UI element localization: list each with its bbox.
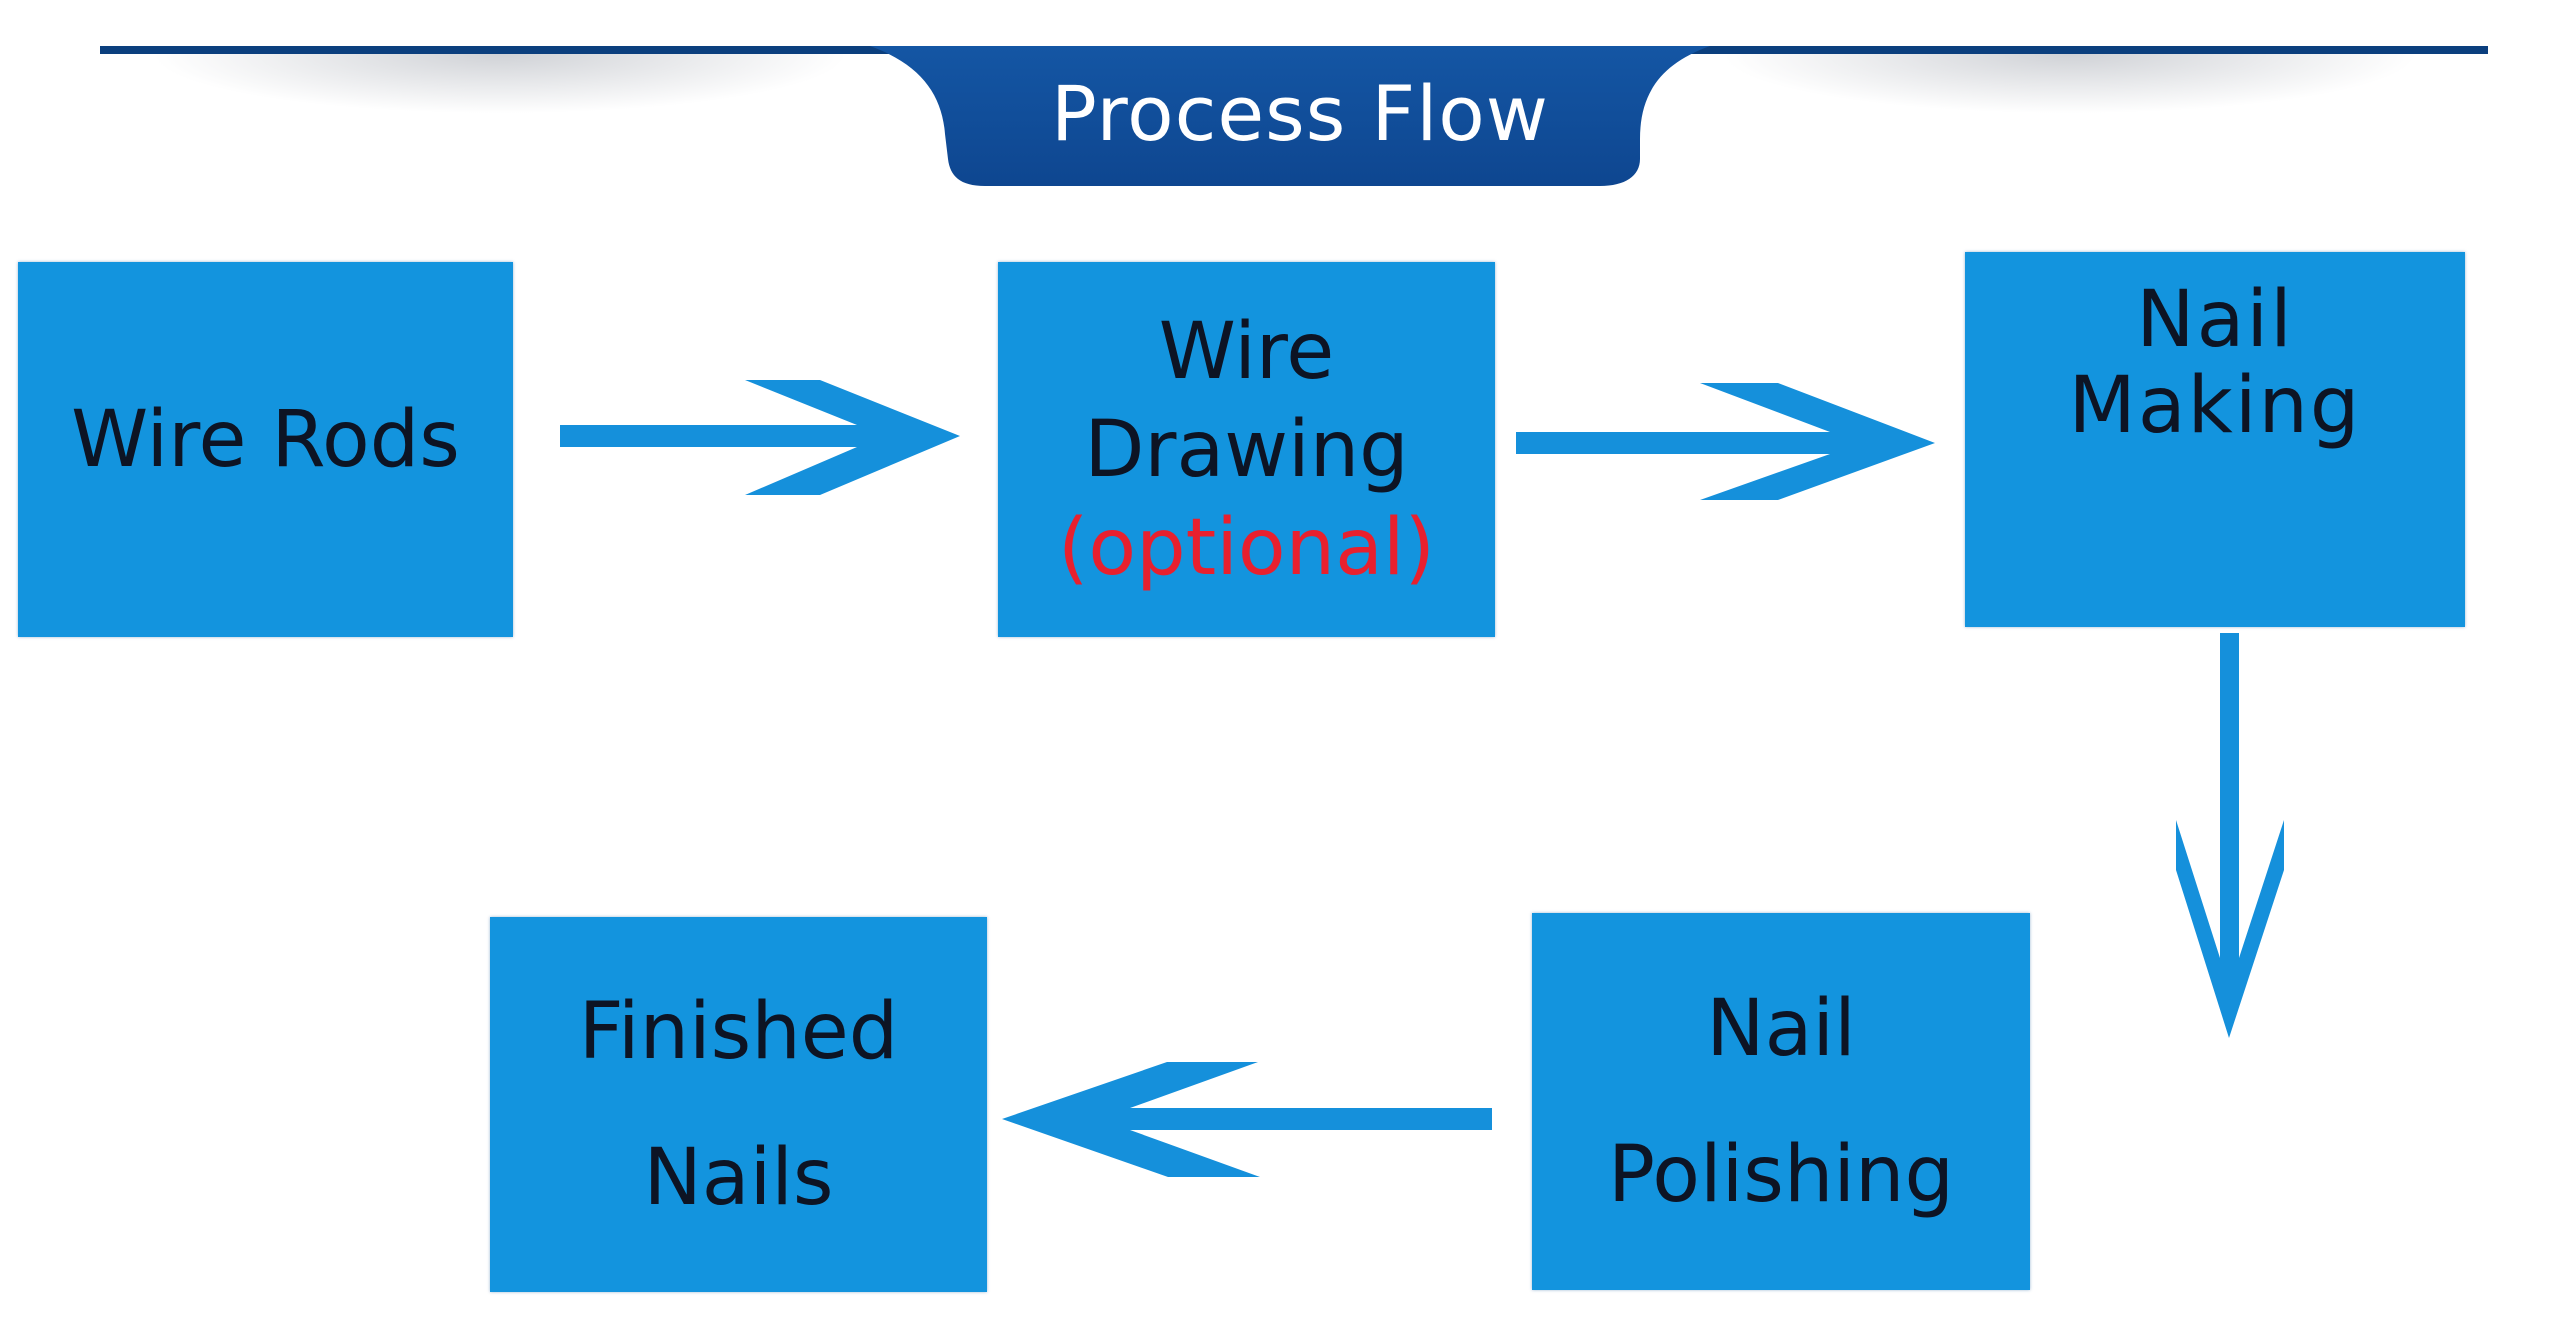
step-nail-polishing: Nail Polishing — [1532, 913, 2030, 1290]
arrow-right-icon — [560, 380, 960, 495]
step-label-line2: Drawing — [1084, 404, 1409, 495]
step-nail-making: Nail Making — [1965, 252, 2465, 627]
arrow-down-icon — [2176, 633, 2284, 1038]
step-wire-drawing: Wire Drawing (optional) — [998, 262, 1495, 637]
header-shadow-right — [1720, 54, 2420, 114]
title-tab — [870, 46, 1710, 186]
step-label: Wire Rods — [71, 394, 460, 485]
step-finished-nails: Finished Nails — [490, 917, 987, 1292]
header-shadow-left — [150, 54, 850, 114]
page-title: Process Flow — [1051, 69, 1549, 158]
step-wire-rods: Wire Rods — [18, 262, 513, 637]
step-label-line1: Nail — [2136, 275, 2294, 365]
step-label-line2: Making — [2068, 361, 2362, 451]
step-label-line1: Nail — [1706, 983, 1856, 1074]
step-label-line1: Wire — [1158, 306, 1335, 397]
step-label-line1: Finished — [578, 986, 899, 1077]
arrow-right-icon — [1516, 383, 1935, 500]
optional-note: (optional) — [1058, 502, 1435, 593]
step-label-line2: Nails — [643, 1132, 834, 1223]
arrow-left-icon — [1002, 1062, 1492, 1177]
step-label-line2: Polishing — [1607, 1129, 1954, 1220]
